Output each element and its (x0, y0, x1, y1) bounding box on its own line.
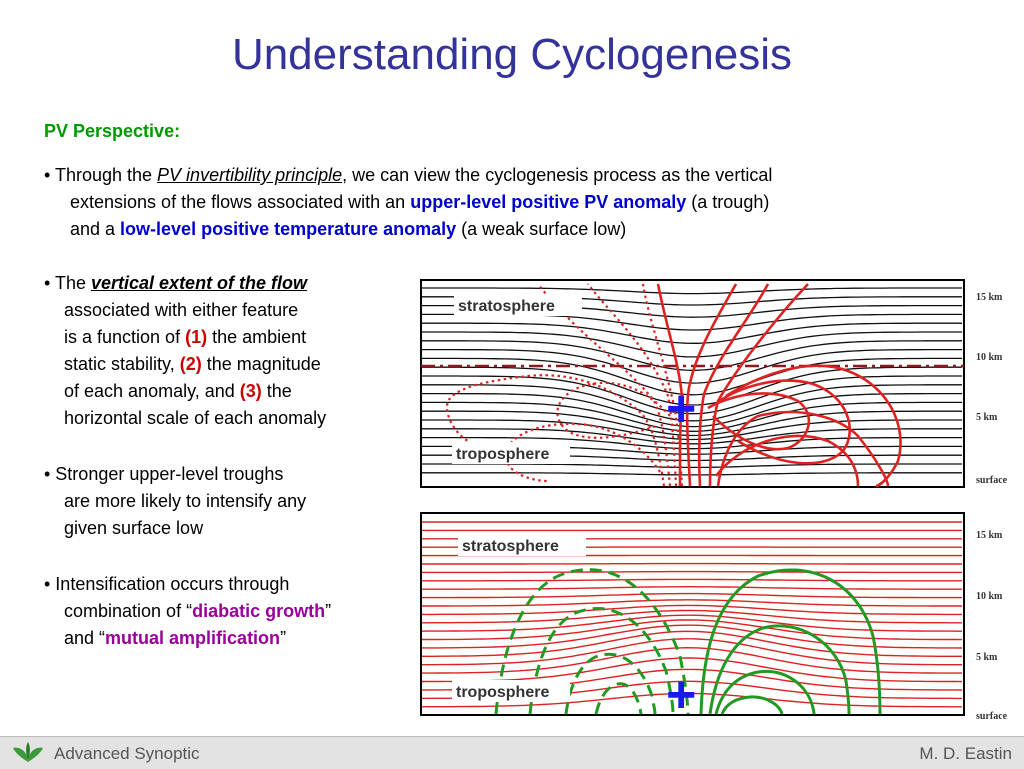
text-line: and “mutual amplification” (44, 625, 414, 652)
bullet-pv-invertibility: • Through the PV invertibility principle… (44, 162, 984, 243)
bullet-vertical-extent: • The vertical extent of the flow associ… (44, 270, 414, 432)
plus-icon: + (666, 666, 696, 724)
text-line: • Stronger upper-level troughs (44, 464, 283, 484)
isentrope-line (422, 572, 962, 573)
text-line: associated with either feature (44, 297, 414, 324)
text-run: is a function of (64, 327, 185, 347)
text-line: are more likely to intensify any (44, 488, 414, 515)
footer-author: M. D. Eastin (919, 744, 1012, 764)
text-run: the magnitude (202, 354, 321, 374)
section-heading: PV Perspective: (44, 121, 180, 142)
term-mutual-amplification: mutual amplification (105, 628, 280, 648)
text-run: , we can view the cyclogenesis process a… (342, 165, 772, 185)
axis-tick-bottom: 10 km (976, 591, 1003, 602)
axis-tick-bottom: 5 km (976, 652, 998, 663)
text-run: and a (70, 219, 120, 239)
plus-icon: + (666, 380, 696, 438)
cyclogenesis-figure: stratosphere troposphere + stratosphere … (418, 276, 1018, 726)
text-line: combination of “diabatic growth” (44, 598, 414, 625)
term-pv-invertibility: PV invertibility principle (157, 165, 342, 185)
panel-upper-pv-anomaly: stratosphere troposphere + (421, 280, 964, 487)
text-run: and “ (64, 628, 105, 648)
text-run: extensions of the flows associated with … (70, 192, 410, 212)
text-line: static stability, (2) the magnitude (44, 351, 414, 378)
text-line: is a function of (1) the ambient (44, 324, 414, 351)
bullet-intensification: • Intensification occurs through combina… (44, 571, 414, 652)
leaf-logo-icon (10, 740, 46, 764)
term-vertical-extent: vertical extent of the flow (91, 273, 307, 293)
axis-tick-bottom: surface (976, 711, 1008, 722)
text-line: • Intensification occurs through (44, 574, 289, 594)
label-stratosphere: stratosphere (458, 298, 555, 315)
text-line: horizontal scale of each anomaly (44, 405, 414, 432)
height-axis: 15 km 10 km 5 km surface 15 km 10 km 5 k… (976, 292, 1008, 722)
text-run: of each anomaly, and (64, 381, 240, 401)
text-run: • Through the (44, 165, 157, 185)
text-run: static stability, (64, 354, 180, 374)
panel-low-temperature-anomaly: stratosphere troposphere + (421, 513, 964, 724)
label-stratosphere: stratosphere (462, 538, 559, 555)
text-run: ” (325, 601, 331, 621)
text-run: ” (280, 628, 286, 648)
text-line: extensions of the flows associated with … (44, 189, 984, 216)
text-run: (a weak surface low) (456, 219, 626, 239)
term-diabatic-growth: diabatic growth (192, 601, 325, 621)
bullet-stronger-troughs: • Stronger upper-level troughs are more … (44, 461, 414, 542)
term-upper-pv-anomaly: upper-level positive PV anomaly (410, 192, 686, 212)
page-title: Understanding Cyclogenesis (0, 30, 1024, 80)
text-run: the ambient (207, 327, 306, 347)
text-run: (a trough) (686, 192, 769, 212)
footer-course: Advanced Synoptic (54, 744, 200, 764)
text-line: given surface low (44, 515, 414, 542)
num-3: (3) (240, 381, 262, 401)
axis-tick-top: surface (976, 475, 1008, 486)
text-line: of each anomaly, and (3) the (44, 378, 414, 405)
label-troposphere: troposphere (456, 684, 549, 701)
text-run: • The (44, 273, 91, 293)
text-run: combination of “ (64, 601, 192, 621)
num-1: (1) (185, 327, 207, 347)
text-run: the (262, 381, 292, 401)
term-low-temp-anomaly: low-level positive temperature anomaly (120, 219, 456, 239)
axis-tick-bottom: 15 km (976, 530, 1003, 541)
text-line: and a low-level positive temperature ano… (44, 216, 984, 243)
axis-tick-top: 5 km (976, 412, 998, 423)
axis-tick-top: 10 km (976, 352, 1003, 363)
footer-bar: Advanced Synoptic M. D. Eastin (0, 736, 1024, 769)
num-2: (2) (180, 354, 202, 374)
label-troposphere: troposphere (456, 446, 549, 463)
axis-tick-top: 15 km (976, 292, 1003, 303)
